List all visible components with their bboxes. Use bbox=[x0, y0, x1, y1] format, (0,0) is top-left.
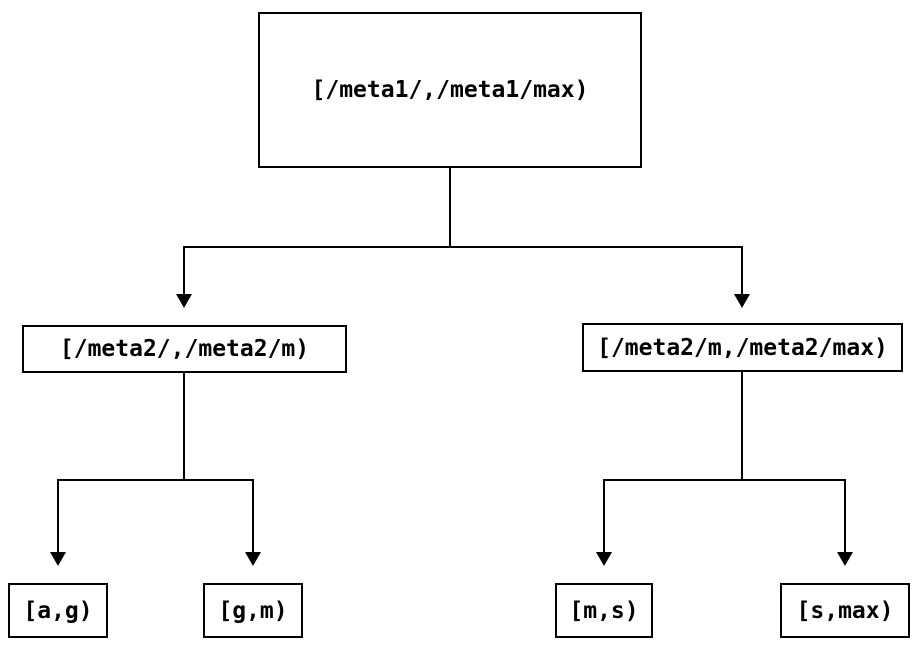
arrow-down-icon bbox=[245, 552, 261, 566]
node-meta2-left: [/meta2/,/meta2/m) bbox=[22, 325, 347, 373]
node-leaf-ag-label: [a,g) bbox=[23, 597, 93, 624]
arrow-down-icon bbox=[176, 294, 192, 308]
node-leaf-smax: [s,max) bbox=[780, 583, 910, 638]
arrow-down-icon bbox=[596, 552, 612, 566]
node-root-label: [/meta1/,/meta1/max) bbox=[311, 77, 589, 103]
node-leaf-ms-label: [m,s) bbox=[569, 597, 639, 624]
node-leaf-ag: [a,g) bbox=[8, 583, 108, 638]
node-root: [/meta1/,/meta1/max) bbox=[258, 12, 642, 168]
node-meta2-right: [/meta2/m,/meta2/max) bbox=[582, 323, 903, 372]
arrow-down-icon bbox=[734, 294, 750, 308]
node-leaf-ms: [m,s) bbox=[555, 583, 653, 638]
node-meta2-right-label: [/meta2/m,/meta2/max) bbox=[597, 334, 888, 361]
node-leaf-smax-label: [s,max) bbox=[796, 597, 894, 624]
node-meta2-left-label: [/meta2/,/meta2/m) bbox=[59, 336, 310, 362]
node-leaf-gm-label: [g,m) bbox=[218, 597, 288, 624]
node-leaf-gm: [g,m) bbox=[203, 583, 303, 638]
arrow-down-icon bbox=[50, 552, 66, 566]
arrow-down-icon bbox=[837, 552, 853, 566]
